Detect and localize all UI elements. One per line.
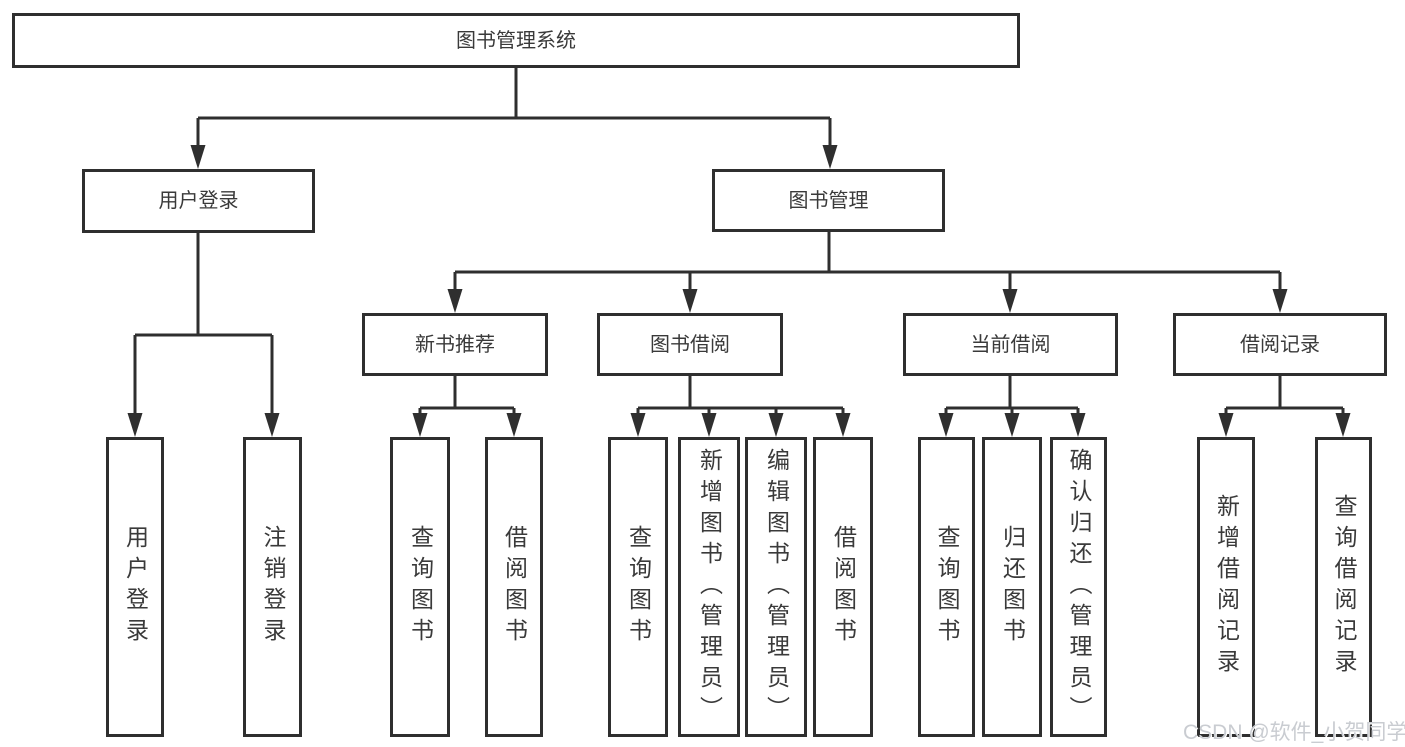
- node-user-login: 用户登录: [82, 169, 315, 233]
- leaf-return-books: 归还图书: [982, 437, 1042, 737]
- arrow-down-icon: [682, 289, 698, 313]
- arrow-down-icon: [1335, 413, 1351, 437]
- leaf-logout: 注销登录: [243, 437, 302, 737]
- leaf-query-books-recommend: 查询图书: [390, 437, 450, 737]
- node-library-management-system: 图书管理系统: [12, 13, 1020, 68]
- leaf-query-borrow-record: 查询借阅记录: [1315, 437, 1372, 737]
- node-new-book-recommendation: 新书推荐: [362, 313, 548, 376]
- arrow-down-icon: [127, 413, 143, 437]
- arrow-down-icon: [835, 413, 851, 437]
- node-book-management: 图书管理: [712, 169, 945, 232]
- leaf-query-books-current: 查询图书: [918, 437, 975, 737]
- leaf-add-borrow-record: 新增借阅记录: [1197, 437, 1255, 737]
- leaf-user-login: 用户登录: [106, 437, 164, 737]
- leaf-borrow-books-borrowing: 借阅图书: [813, 437, 873, 737]
- leaf-edit-books-admin: 编辑图书（管理员）: [745, 437, 807, 737]
- arrow-down-icon: [1004, 413, 1020, 437]
- arrow-down-icon: [1002, 289, 1018, 313]
- arrow-down-icon: [701, 413, 717, 437]
- arrow-down-icon: [412, 413, 428, 437]
- leaf-borrow-books-recommend: 借阅图书: [485, 437, 543, 737]
- arrow-down-icon: [447, 289, 463, 313]
- node-current-borrowing: 当前借阅: [903, 313, 1118, 376]
- arrow-down-icon: [938, 413, 954, 437]
- arrow-down-icon: [768, 413, 784, 437]
- arrow-down-icon: [506, 413, 522, 437]
- arrow-down-icon: [822, 145, 838, 169]
- leaf-confirm-return-admin: 确认归还（管理员）: [1050, 437, 1107, 737]
- leaf-add-books-admin: 新增图书（管理员）: [678, 437, 740, 737]
- leaf-query-books-borrowing: 查询图书: [608, 437, 668, 737]
- arrow-down-icon: [264, 413, 280, 437]
- node-book-borrowing: 图书借阅: [597, 313, 783, 376]
- arrow-down-icon: [190, 145, 206, 169]
- arrow-down-icon: [630, 413, 646, 437]
- arrow-down-icon: [1070, 413, 1086, 437]
- arrow-down-icon: [1218, 413, 1234, 437]
- node-borrowing-records: 借阅记录: [1173, 313, 1387, 376]
- arrow-down-icon: [1272, 289, 1288, 313]
- connector-lines: [133, 68, 1345, 415]
